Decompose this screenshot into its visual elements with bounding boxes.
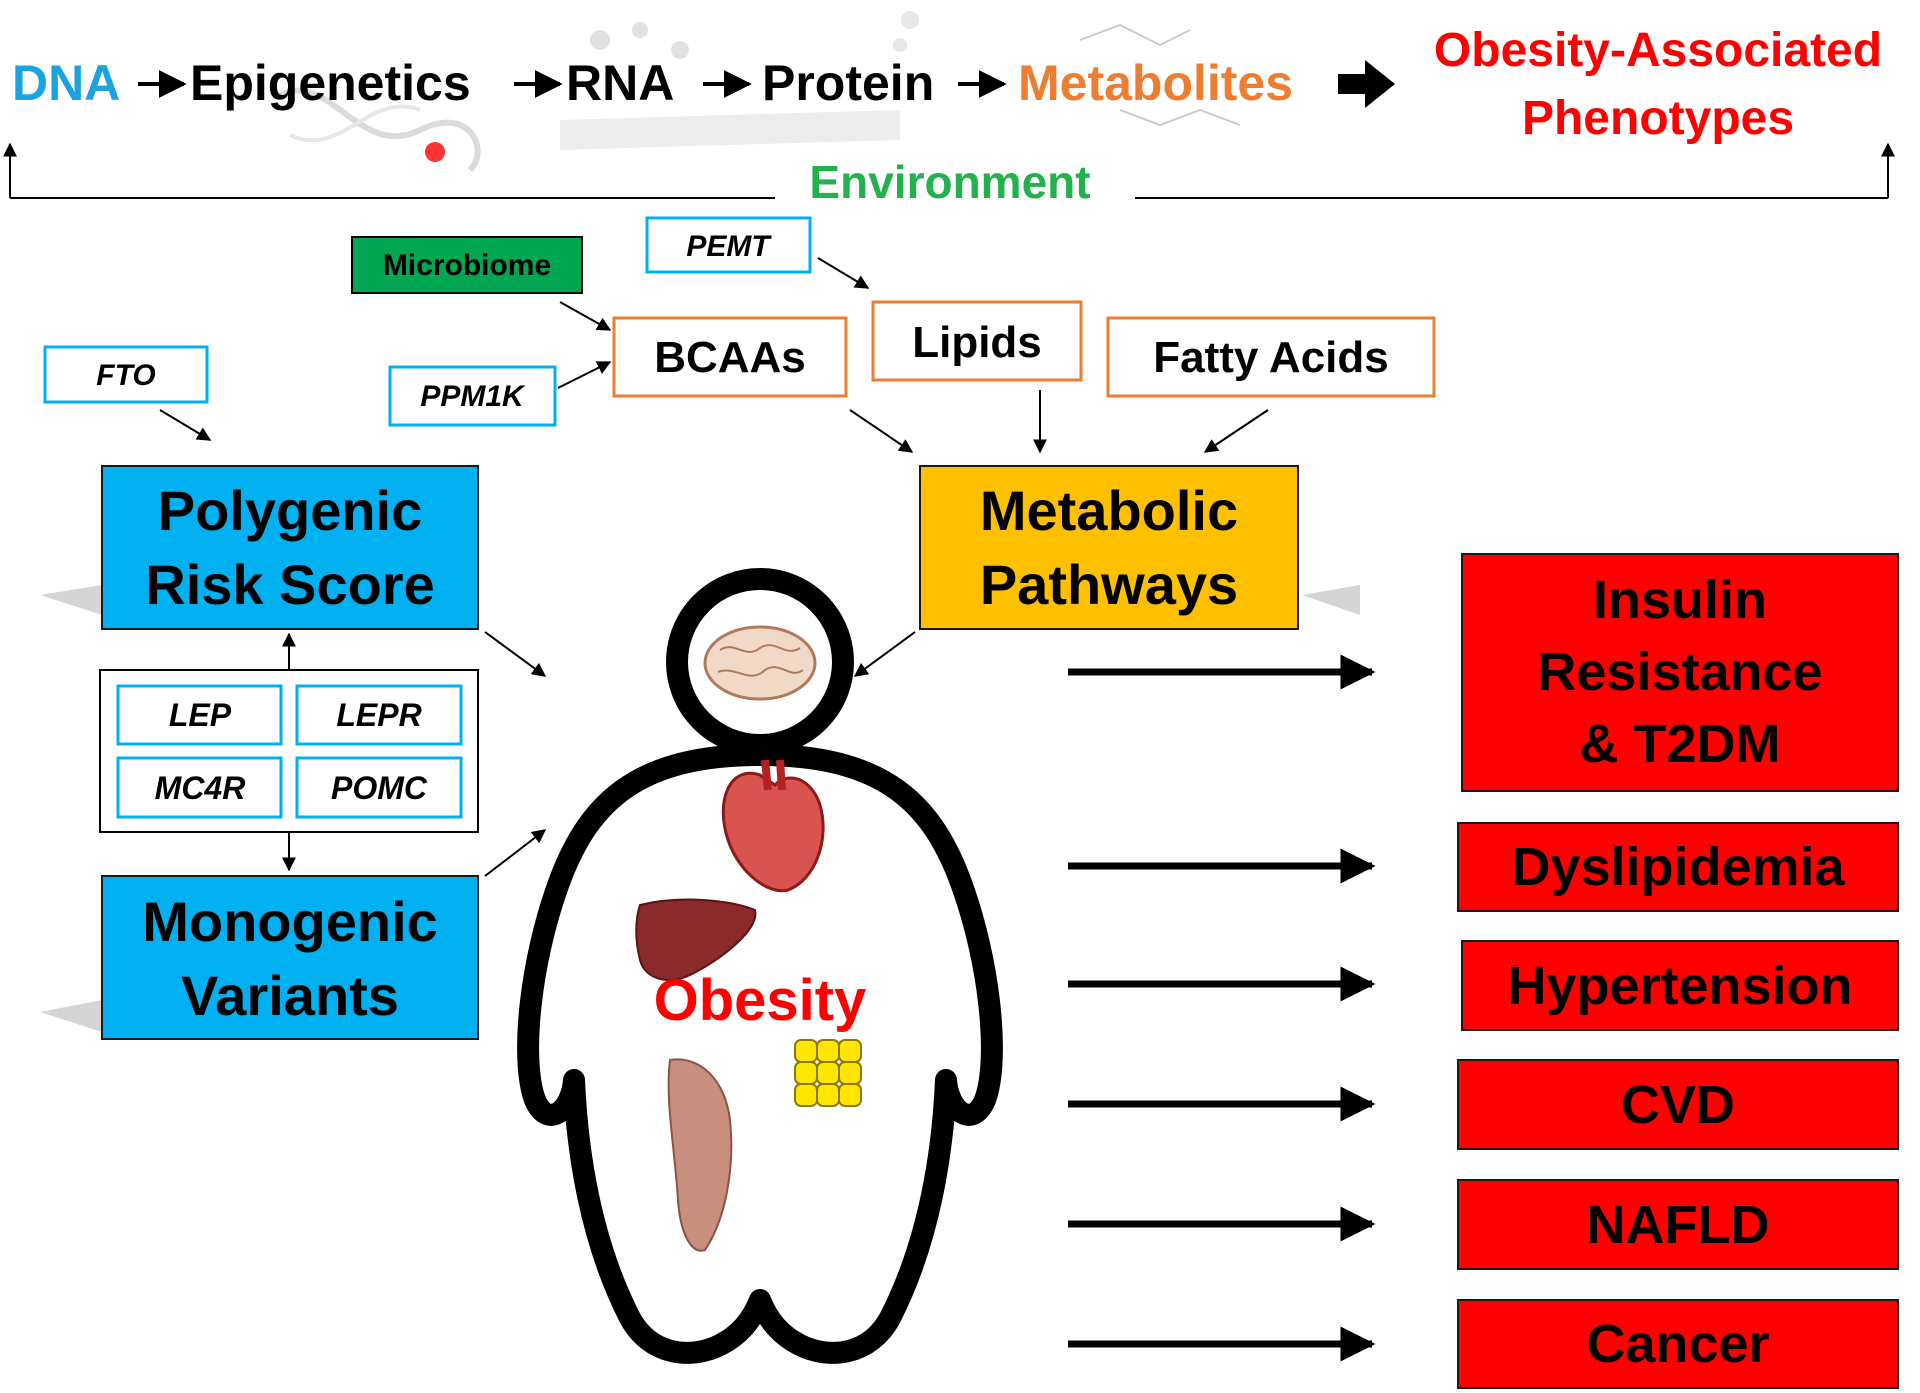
- arrow-fto-polygenic: [159, 409, 212, 441]
- brain-icon: [703, 625, 817, 701]
- thick-arrow: [1338, 60, 1395, 108]
- metabolite-structure-decoration: [1079, 23, 1241, 127]
- lepr-label: LEPR: [336, 697, 421, 733]
- metabolic-line1: Metabolic: [980, 479, 1238, 542]
- fto-box: [43, 345, 209, 404]
- obesity-label: Obesity: [654, 968, 867, 1033]
- lepr-box: [295, 684, 463, 746]
- insulin-box: [1461, 553, 1899, 792]
- dyslipidemia-label: Dyslipidemia: [1511, 837, 1845, 897]
- nafld-box: [1457, 1179, 1899, 1270]
- monogenic-line2: Variants: [181, 964, 399, 1027]
- insulin-line2: Resistance: [1537, 642, 1822, 702]
- cancer-label: Cancer: [1586, 1314, 1769, 1374]
- lep-box: [116, 684, 283, 746]
- ppm1k-label: PPM1K: [420, 380, 526, 413]
- cvd-box: [1457, 1059, 1899, 1150]
- pemt-label: PEMT: [686, 230, 772, 263]
- dna-marker: [425, 142, 445, 162]
- bcaas-box: [612, 316, 848, 398]
- insulin-line1: Insulin: [1593, 570, 1767, 630]
- nafld-label: NAFLD: [1587, 1195, 1770, 1255]
- pomc-label: POMC: [331, 770, 428, 806]
- monogenic-line1: Monogenic: [142, 890, 438, 953]
- lipids-box: [871, 300, 1083, 382]
- flow-step-metabolites: Metabolites: [1018, 55, 1293, 111]
- arrow-fattyacids-pathways: [1203, 409, 1269, 453]
- lep-label: LEP: [169, 697, 232, 733]
- fto-label: FTO: [96, 359, 155, 392]
- lipids-label: Lipids: [912, 318, 1042, 367]
- hypertension-label: Hypertension: [1507, 956, 1852, 1016]
- outcome-title-line2: Phenotypes: [1522, 92, 1794, 145]
- flow-step-epigenetics: Epigenetics: [190, 55, 471, 111]
- fatty-acids-box: [1106, 316, 1436, 398]
- arrow-polygenic-obesity: [484, 631, 547, 677]
- liver-icon: [635, 898, 757, 981]
- microbiome-label: Microbiome: [383, 249, 551, 282]
- mc4r-box: [116, 756, 283, 819]
- polygenic-line1: Polygenic: [158, 479, 423, 542]
- microbiome-box: [351, 236, 583, 294]
- metabolic-pathways-box: [919, 465, 1299, 630]
- metabolic-line2: Pathways: [980, 553, 1238, 616]
- pomc-box: [295, 756, 463, 819]
- arrow-pemt-lipids: [817, 257, 870, 289]
- flow-step-dna: DNA: [12, 55, 120, 111]
- cvd-label: CVD: [1621, 1075, 1735, 1135]
- arrow-monogenic-obesity: [484, 829, 547, 877]
- dna-helix-decoration: [278, 11, 919, 173]
- box-shadow: [40, 585, 1360, 1032]
- arrow-microbiome-bcaas: [559, 301, 612, 331]
- flow-step-rna: RNA: [566, 55, 674, 111]
- hypertension-box: [1461, 940, 1899, 1031]
- arrow-ppm1k-bcaas: [557, 361, 612, 389]
- muscle-icon: [667, 1058, 733, 1252]
- cancer-box: [1457, 1299, 1899, 1389]
- monogenic-box: [101, 875, 479, 1040]
- outcome-title-line1: Obesity-Associated: [1434, 24, 1882, 77]
- environment-label: Environment: [809, 156, 1090, 208]
- arrow-bcaas-pathways: [849, 409, 914, 453]
- flow-step-protein: Protein: [762, 55, 934, 111]
- mc4r-label: MC4R: [155, 770, 246, 806]
- insulin-line3: & T2DM: [1580, 714, 1781, 774]
- ppm1k-box: [388, 365, 557, 427]
- dyslipidemia-box: [1457, 822, 1899, 912]
- polygenic-line2: Risk Score: [145, 553, 435, 616]
- pemt-box: [645, 216, 812, 274]
- bcaas-label: BCAAs: [654, 333, 806, 382]
- fatty-acids-label: Fatty Acids: [1153, 333, 1389, 382]
- arrow-pathways-obesity: [853, 631, 916, 677]
- fat-cells-icon: [794, 1039, 862, 1107]
- heart-icon: [721, 759, 825, 893]
- polygenic-box: [101, 465, 479, 630]
